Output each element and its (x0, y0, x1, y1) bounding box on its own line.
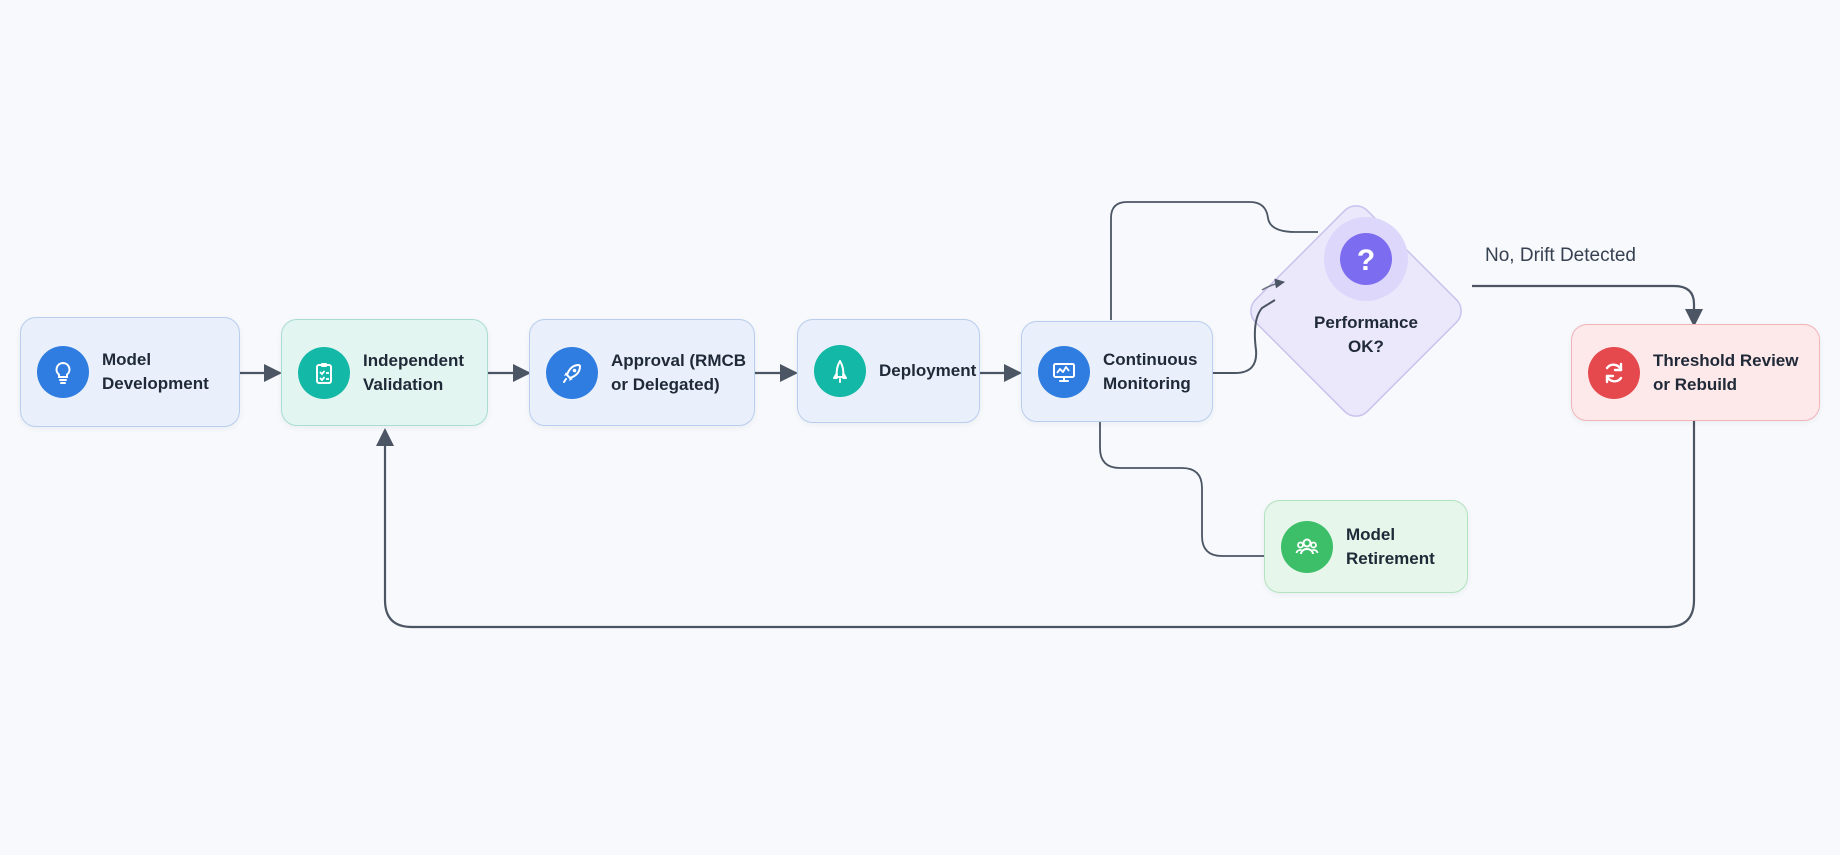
edge-monitoring-loop-to-decision (1110, 201, 1318, 320)
node-label: Deployment (879, 361, 977, 380)
decision-label: Performance OK? (1314, 313, 1418, 356)
question-icon (1340, 233, 1392, 285)
node-model-retirement[interactable]: Model Retirement (1264, 500, 1468, 593)
edge-monitoring-to-decision (1213, 299, 1276, 374)
launch-icon (814, 345, 866, 397)
edge-monitoring-loop-arrow (1261, 278, 1285, 291)
rocket-icon (546, 346, 598, 399)
edge-label-drift: No, Drift Detected (1485, 245, 1636, 266)
edge-monitoring-to-retirement (1099, 422, 1264, 557)
node-continuous-monitoring[interactable]: Continuous Monitoring (1021, 321, 1213, 422)
node-model-development[interactable]: Model Development (20, 317, 240, 427)
decision-diamond (1250, 205, 1462, 417)
node-label: Approval (RMCB or Delegated) (611, 350, 747, 394)
refresh-icon (1588, 346, 1640, 399)
node-label: Model Development (102, 350, 209, 393)
svg-text:?: ? (1357, 244, 1375, 277)
node-label: Model Retirement (1346, 524, 1435, 568)
node-label: Threshold Review or Rebuild (1653, 350, 1799, 394)
node-independent-validation[interactable]: Independent Validation (281, 319, 488, 426)
clipboard-check-icon (298, 346, 350, 399)
edge-decision-to-threshold-review (1472, 284, 1703, 327)
node-deployment[interactable]: Deployment (797, 319, 980, 423)
node-approval[interactable]: Approval (RMCB or Delegated) (529, 319, 755, 426)
monitor-chart-icon (1038, 345, 1090, 398)
node-threshold-review[interactable]: Threshold Review or Rebuild (1571, 324, 1820, 421)
lightbulb-icon (37, 346, 89, 398)
users-icon (1281, 520, 1333, 573)
edge-threshold-review-to-validation (376, 421, 1696, 629)
node-label: Independent Validation (363, 350, 465, 394)
node-label: Continuous Monitoring (1103, 349, 1198, 393)
